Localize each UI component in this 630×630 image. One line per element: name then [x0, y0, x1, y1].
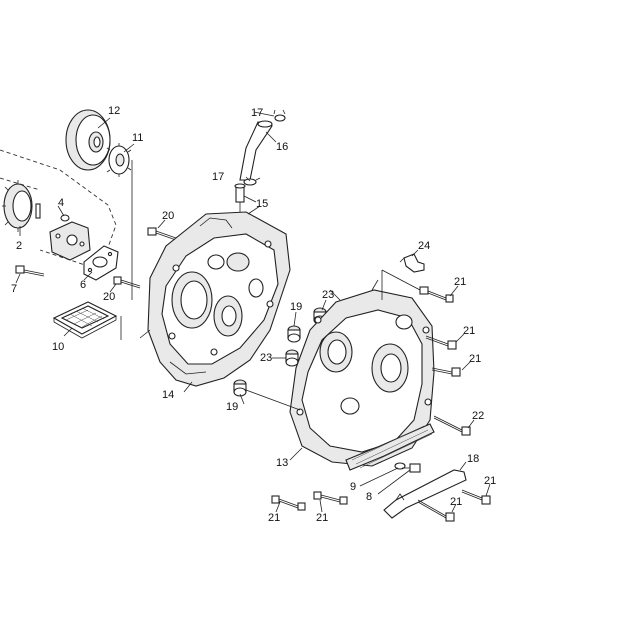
part-21-bolt-7 [461, 489, 491, 505]
callout-2: 2 [16, 240, 22, 252]
callout-14: 14 [162, 389, 174, 401]
callout-17-a: 17 [251, 107, 263, 119]
part-8-drain-plug [402, 463, 421, 473]
callout-21-f: 21 [268, 512, 280, 524]
part-16-hose [239, 120, 273, 181]
callout-16: 16 [276, 141, 288, 153]
callout-10: 10 [52, 341, 64, 353]
part-17-clip-b [243, 177, 261, 186]
callout-4: 4 [58, 197, 64, 209]
part-18-bracket [383, 469, 467, 519]
callout-22: 22 [472, 410, 484, 422]
part-21-bolt-6 [417, 499, 455, 522]
part-12-rotor [65, 109, 111, 171]
part-15-fitting [234, 183, 246, 216]
part-14-left-crankcase [139, 205, 291, 387]
callout-15: 15 [256, 198, 268, 210]
callout-19-b: 19 [226, 401, 238, 413]
part-4-pin [60, 214, 70, 222]
callout-6: 6 [80, 279, 86, 291]
callout-8: 8 [366, 491, 372, 503]
part-21-bolt-1 [381, 269, 454, 303]
part-19-dowel-b [233, 379, 247, 397]
part-24-clamp [399, 253, 425, 273]
callout-12: 12 [108, 105, 120, 117]
part-21-bolt-5 [313, 491, 348, 505]
leader-lines [15, 111, 491, 513]
oil-pump-group-outline [0, 149, 117, 271]
callout-21-a: 21 [454, 276, 466, 288]
callout-24: 24 [418, 240, 430, 252]
part-13-right-crankcase [289, 279, 435, 471]
callout-21-d: 21 [484, 475, 496, 487]
part-2-pump-gear [2, 180, 41, 232]
part-9-washer [394, 462, 406, 470]
part-11-gear [106, 143, 132, 177]
callout-7: 7 [11, 283, 17, 295]
callout-21-e: 21 [450, 496, 462, 508]
part-21-bolt-4 [271, 495, 306, 511]
callout-23-b: 23 [260, 352, 272, 364]
callout-19-a: 19 [290, 301, 302, 313]
part-21-bolt-2 [425, 335, 457, 350]
part-20-bolt-b [113, 276, 141, 289]
callout-20-b: 20 [103, 291, 115, 303]
part-10-strainer [52, 301, 118, 339]
callout-23-a: 23 [322, 289, 334, 301]
part-7-bolt [15, 265, 45, 277]
part-23-bushing-b [285, 349, 299, 367]
part-19-dowel-a [287, 325, 301, 343]
callout-13: 13 [276, 457, 288, 469]
part-21-bolt-3 [431, 367, 461, 377]
callout-18: 18 [467, 453, 479, 465]
callout-labels: 12 11 4 2 6 7 10 20 20 17 16 17 15 14 19… [11, 105, 496, 524]
callout-17-b: 17 [212, 171, 224, 183]
part-20-bolt-a [147, 227, 177, 241]
callout-9: 9 [350, 481, 356, 493]
part-6-gasket [83, 245, 119, 281]
oil-pump-body [49, 221, 91, 261]
callout-21-c: 21 [469, 353, 481, 365]
part-17-clip-a [273, 109, 286, 122]
callout-20-a: 20 [162, 210, 174, 222]
part-22-bolt [433, 415, 471, 436]
callout-21-g: 21 [316, 512, 328, 524]
callout-11: 11 [132, 132, 143, 144]
callout-21-b: 21 [463, 325, 475, 337]
